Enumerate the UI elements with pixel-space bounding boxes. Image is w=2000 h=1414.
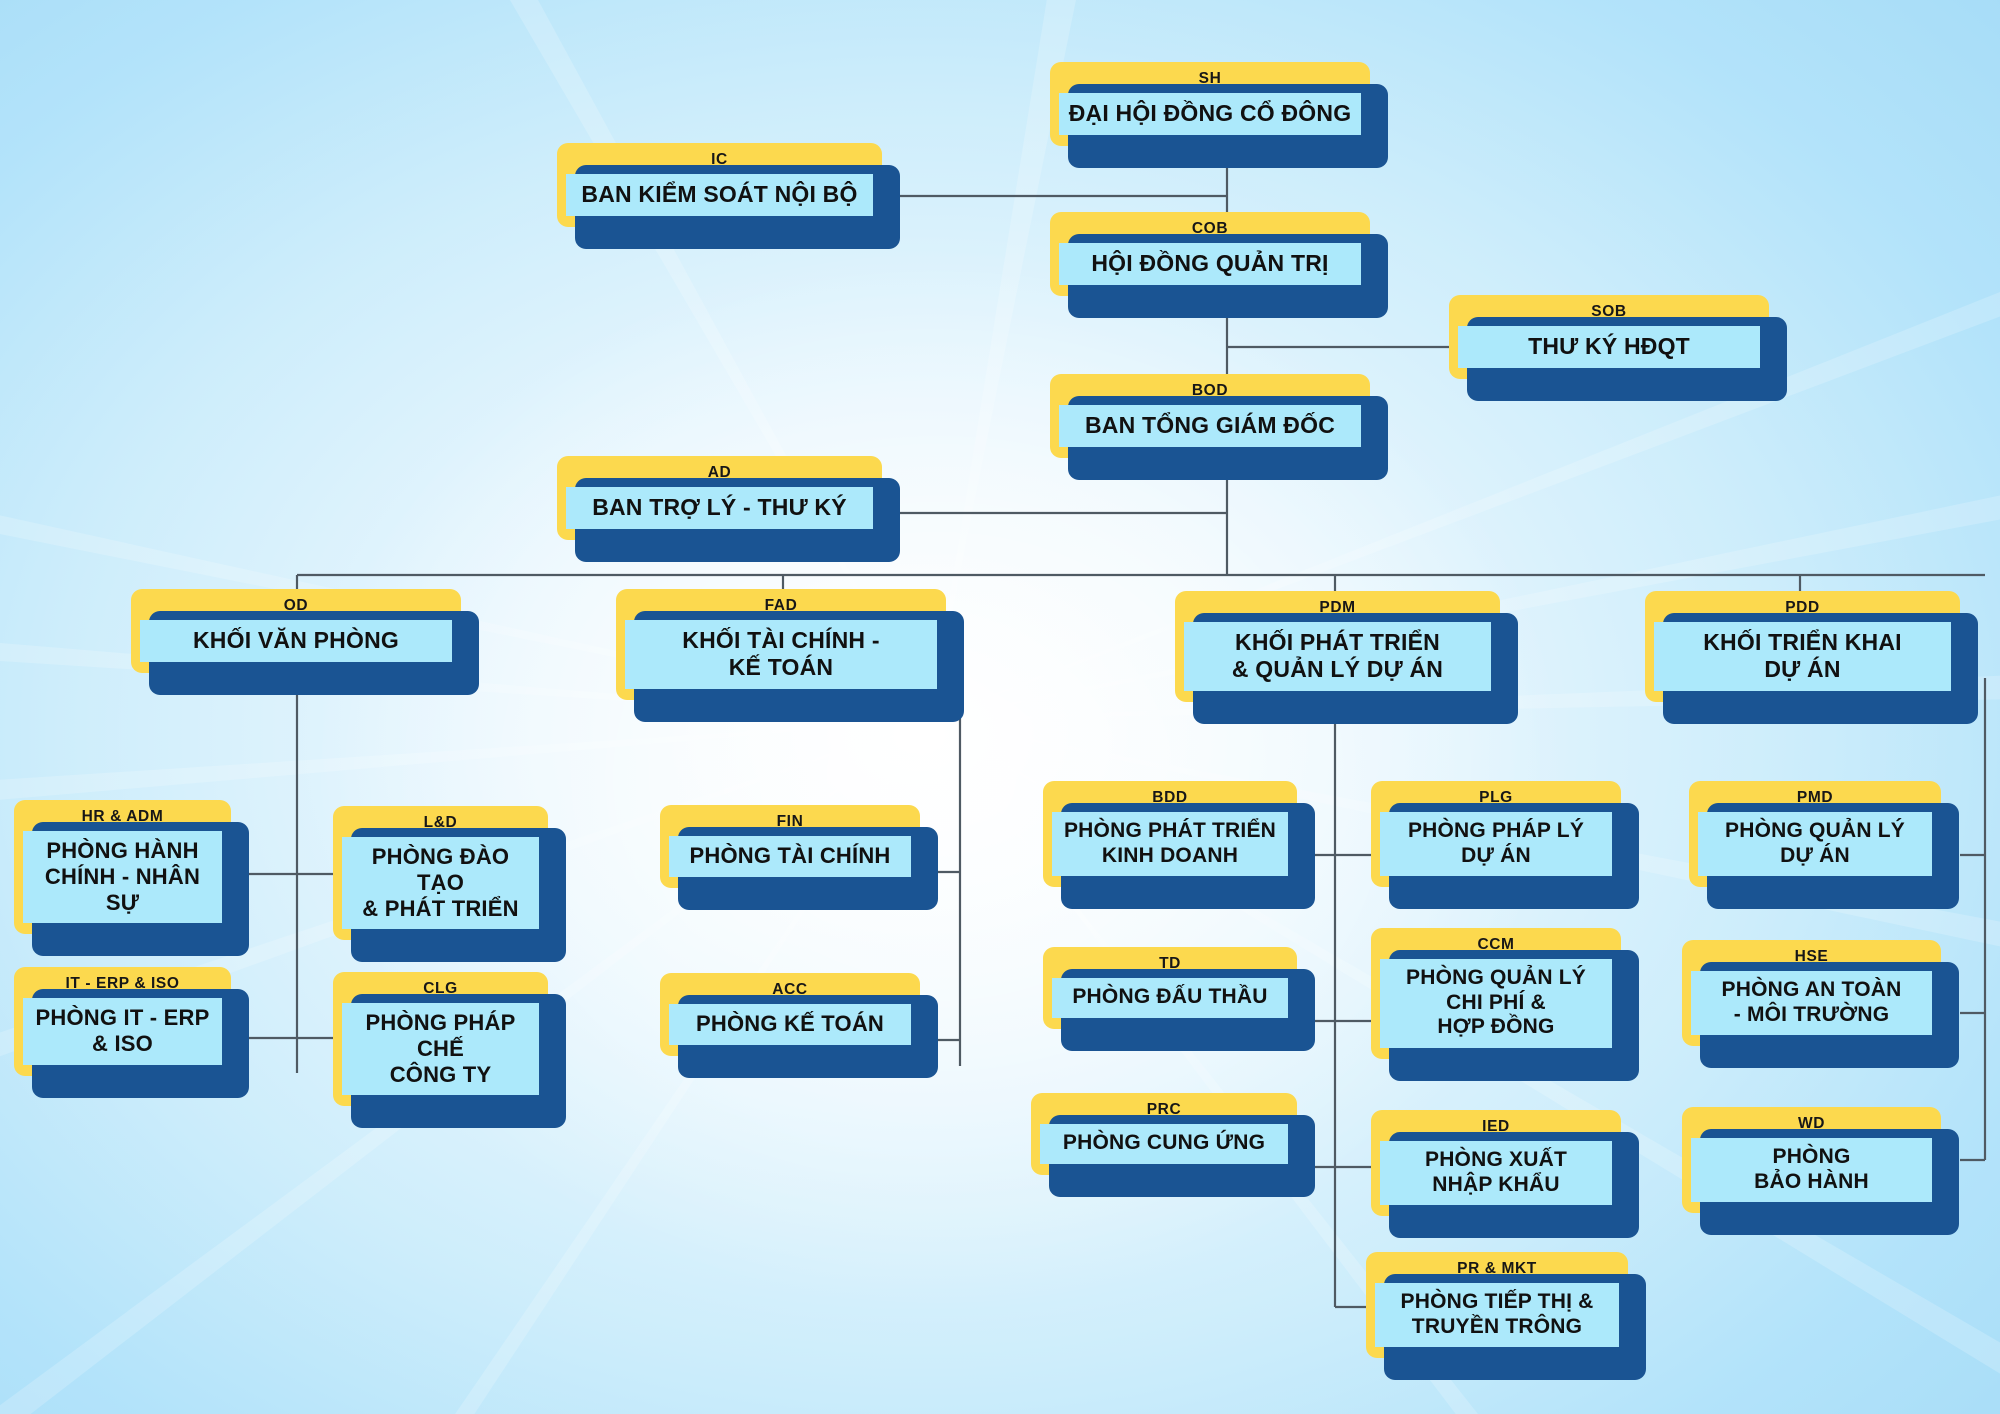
node-clg-name: PHÒNG PHÁP CHẾ CÔNG TY: [342, 1003, 539, 1096]
node-bdd-code: BDD: [1152, 789, 1188, 806]
node-acc-name: PHÒNG KẾ TOÁN: [669, 1004, 911, 1045]
node-td[interactable]: TD PHÒNG ĐẤU THẦU: [1043, 947, 1315, 1051]
node-td-code: TD: [1159, 955, 1181, 972]
node-ccm[interactable]: CCM PHÒNG QUẢN LÝ CHI PHÍ & HỢP ĐỒNG: [1371, 928, 1639, 1081]
node-sob-name: THƯ KÝ HĐQT: [1458, 326, 1760, 369]
node-prmkt[interactable]: PR & MKT PHÒNG TIẾP THỊ & TRUYỀN TRÔNG: [1366, 1252, 1646, 1381]
node-hse-code: HSE: [1794, 948, 1829, 965]
node-clg-code: CLG: [423, 980, 458, 997]
node-bdd-name: PHÒNG PHÁT TRIỂN KINH DOANH: [1052, 812, 1288, 877]
node-hradm[interactable]: HR & ADM PHÒNG HÀNH CHÍNH - NHÂN SỰ: [14, 800, 249, 958]
node-hse[interactable]: HSE PHÒNG AN TOÀN - MÔI TRƯỜNG: [1682, 940, 1959, 1069]
node-ld-code: L&D: [423, 814, 458, 831]
node-fad-code: FAD: [764, 597, 798, 614]
node-cob-code: COB: [1191, 220, 1229, 237]
node-hradm-code: HR & ADM: [81, 808, 164, 825]
node-od[interactable]: OD KHỐI VĂN PHÒNG: [131, 589, 479, 696]
node-plg[interactable]: PLG PHÒNG PHÁP LÝ DỰ ÁN: [1371, 781, 1639, 910]
node-pdd[interactable]: PDD KHỐI TRIỂN KHAI DỰ ÁN: [1645, 591, 1978, 725]
node-hse-name: PHÒNG AN TOÀN - MÔI TRƯỜNG: [1691, 971, 1932, 1036]
node-ccm-code: CCM: [1477, 936, 1515, 953]
node-ic-code: IC: [711, 151, 728, 168]
node-sh-code: SH: [1198, 70, 1222, 87]
node-fin-name: PHÒNG TÀI CHÍNH: [669, 836, 911, 877]
node-prc-name: PHÒNG CUNG ỨNG: [1040, 1124, 1288, 1164]
node-ied-name: PHÒNG XUẤT NHẬP KHẨU: [1380, 1141, 1612, 1206]
node-pdd-code: PDD: [1785, 599, 1820, 616]
node-ld[interactable]: L&D PHÒNG ĐÀO TẠO & PHÁT TRIỂN: [333, 806, 566, 964]
node-sob[interactable]: SOB THƯ KÝ HĐQT: [1449, 295, 1787, 402]
node-pdm-name: KHỐI PHÁT TRIỂN & QUẢN LÝ DỰ ÁN: [1184, 622, 1491, 692]
node-prc[interactable]: PRC PHÒNG CUNG ỨNG: [1031, 1093, 1315, 1197]
node-wd[interactable]: WD PHÒNG BẢO HÀNH: [1682, 1107, 1959, 1236]
node-prmkt-name: PHÒNG TIẾP THỊ & TRUYỀN TRÔNG: [1375, 1283, 1619, 1348]
node-clg[interactable]: CLG PHÒNG PHÁP CHẾ CÔNG TY: [333, 972, 566, 1130]
node-acc[interactable]: ACC PHÒNG KẾ TOÁN: [660, 973, 938, 1078]
node-ld-name: PHÒNG ĐÀO TẠO & PHÁT TRIỂN: [342, 837, 539, 930]
node-sob-code: SOB: [1591, 303, 1627, 320]
node-pmd[interactable]: PMD PHÒNG QUẢN LÝ DỰ ÁN: [1689, 781, 1959, 910]
node-wd-name: PHÒNG BẢO HÀNH: [1691, 1138, 1932, 1203]
node-ied-code: IED: [1482, 1118, 1510, 1135]
node-acc-code: ACC: [772, 981, 808, 998]
node-ad-code: AD: [707, 464, 732, 481]
node-bdd[interactable]: BDD PHÒNG PHÁT TRIỂN KINH DOANH: [1043, 781, 1315, 910]
node-cob-name: HỘI ĐỒNG QUẢN TRỊ: [1059, 243, 1361, 286]
node-iterp-name: PHÒNG IT - ERP & ISO: [23, 998, 222, 1065]
node-plg-code: PLG: [1479, 789, 1513, 806]
node-pdm[interactable]: PDM KHỐI PHÁT TRIỂN & QUẢN LÝ DỰ ÁN: [1175, 591, 1518, 725]
node-wd-code: WD: [1797, 1115, 1826, 1132]
node-plg-name: PHÒNG PHÁP LÝ DỰ ÁN: [1380, 812, 1612, 877]
node-bod-code: BOD: [1191, 382, 1229, 399]
node-fin-code: FIN: [776, 813, 804, 830]
node-sh-name: ĐẠI HỘI ĐỒNG CỔ ĐÔNG: [1059, 93, 1361, 136]
node-pdd-name: KHỐI TRIỂN KHAI DỰ ÁN: [1654, 622, 1951, 692]
node-pdm-code: PDM: [1319, 599, 1356, 616]
node-prmkt-code: PR & MKT: [1457, 1260, 1537, 1277]
node-ied[interactable]: IED PHÒNG XUẤT NHẬP KHẨU: [1371, 1110, 1639, 1239]
node-ic-name: BAN KIỂM SOÁT NỘI BỘ: [566, 174, 873, 217]
node-fin[interactable]: FIN PHÒNG TÀI CHÍNH: [660, 805, 938, 910]
node-fad[interactable]: FAD KHỐI TÀI CHÍNH - KẾ TOÁN: [616, 589, 964, 723]
node-iterp[interactable]: IT - ERP & ISO PHÒNG IT - ERP & ISO: [14, 967, 249, 1098]
node-td-name: PHÒNG ĐẤU THẦU: [1052, 978, 1288, 1018]
node-od-code: OD: [283, 597, 309, 614]
node-ad-name: BAN TRỢ LÝ - THƯ KÝ: [566, 487, 873, 530]
node-bod-name: BAN TỔNG GIÁM ĐỐC: [1059, 405, 1361, 448]
node-ic[interactable]: IC BAN KIỂM SOÁT NỘI BỘ: [557, 143, 900, 250]
node-hradm-name: PHÒNG HÀNH CHÍNH - NHÂN SỰ: [23, 831, 222, 924]
node-sh[interactable]: SH ĐẠI HỘI ĐỒNG CỔ ĐÔNG: [1050, 62, 1388, 169]
node-ccm-name: PHÒNG QUẢN LÝ CHI PHÍ & HỢP ĐỒNG: [1380, 959, 1612, 1048]
node-od-name: KHỐI VĂN PHÒNG: [140, 620, 452, 663]
node-fad-name: KHỐI TÀI CHÍNH - KẾ TOÁN: [625, 620, 937, 690]
node-pmd-name: PHÒNG QUẢN LÝ DỰ ÁN: [1698, 812, 1932, 877]
node-cob[interactable]: COB HỘI ĐỒNG QUẢN TRỊ: [1050, 212, 1388, 319]
node-prc-code: PRC: [1146, 1101, 1182, 1118]
node-pmd-code: PMD: [1796, 789, 1834, 806]
node-bod[interactable]: BOD BAN TỔNG GIÁM ĐỐC: [1050, 374, 1388, 481]
node-ad[interactable]: AD BAN TRỢ LÝ - THƯ KÝ: [557, 456, 900, 563]
node-iterp-code: IT - ERP & ISO: [65, 975, 180, 992]
